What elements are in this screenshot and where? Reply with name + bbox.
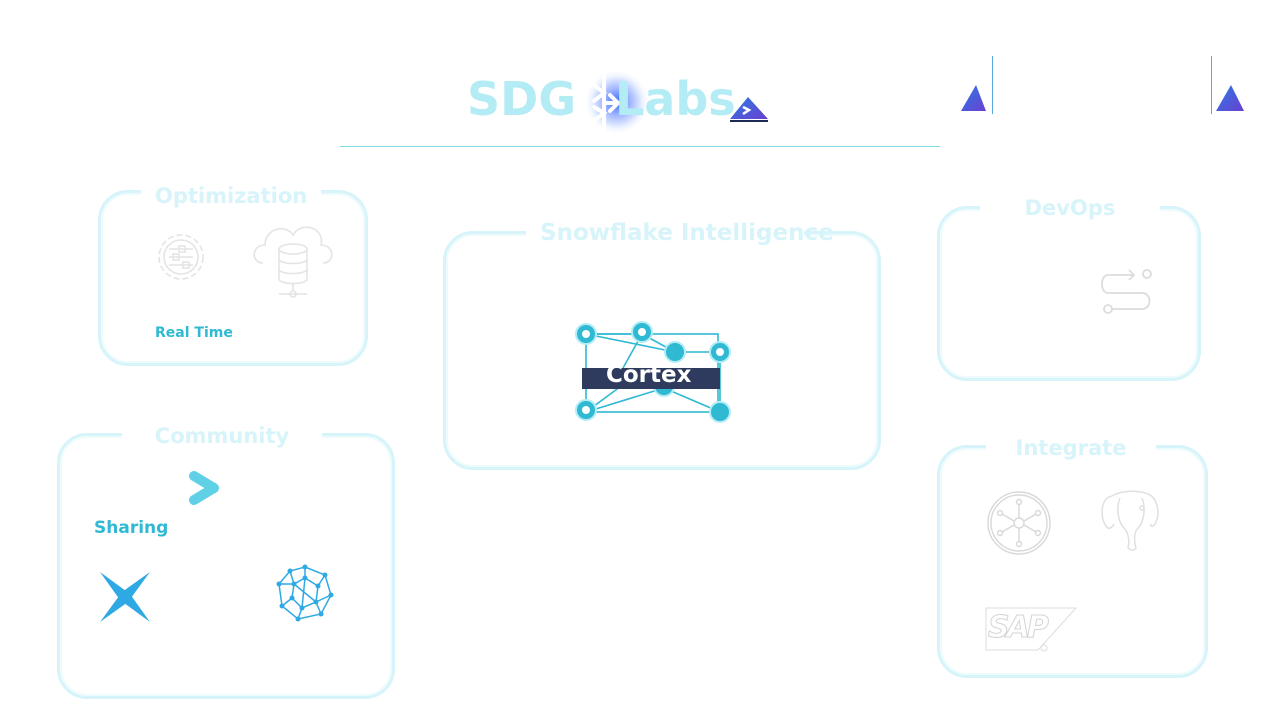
- header-divider: [340, 146, 940, 147]
- elephant-icon: [1101, 490, 1159, 551]
- community-title: Community: [122, 424, 322, 448]
- devops-title: DevOps: [980, 196, 1160, 220]
- pipeline-icon: [1101, 269, 1152, 314]
- optimization-card: Optimization Real Time: [98, 184, 368, 366]
- polyhedron-network-icon: [276, 564, 334, 622]
- corner-logo-left: [960, 56, 1000, 114]
- corner-divider: [992, 56, 993, 114]
- page-header: SDG Labs: [340, 66, 940, 148]
- sap-logo-icon: [985, 607, 1078, 652]
- snowflake-intelligence-title: Snowflake Intelligence: [526, 220, 834, 246]
- network-graph-icon: [575, 321, 731, 423]
- sap-logo-text: SAP: [988, 610, 1050, 646]
- header-title-labs: Labs: [615, 72, 736, 126]
- community-card: Community Sharing: [57, 424, 395, 699]
- snowflake-intelligence-card: Snowflake Intelligence: [443, 220, 881, 470]
- community-label: Sharing: [94, 518, 169, 538]
- cortex-badge: Cortex: [606, 362, 692, 388]
- snowflake-icon: [592, 75, 621, 131]
- brand-mountain-icon: [961, 85, 986, 111]
- brand-mountain-icon: [1216, 85, 1244, 111]
- optimization-title: Optimization: [141, 184, 321, 208]
- hub-circle-icon: [987, 491, 1051, 555]
- corner-logo-right: [1211, 56, 1251, 114]
- optimization-label: Real Time: [155, 325, 233, 341]
- cloud-database-icon: [253, 226, 333, 298]
- brand-mountain-icon: [730, 97, 768, 122]
- corner-divider: [1211, 56, 1212, 114]
- header-title-sdg: SDG: [467, 72, 577, 126]
- integrate-card: Integrate SAP: [937, 436, 1208, 678]
- chevron-right-icon: [189, 471, 219, 505]
- gear-settings-icon: [158, 234, 204, 280]
- devops-card: DevOps: [937, 196, 1201, 381]
- sparkle-star-icon: [100, 572, 150, 622]
- integrate-title: Integrate: [986, 436, 1156, 460]
